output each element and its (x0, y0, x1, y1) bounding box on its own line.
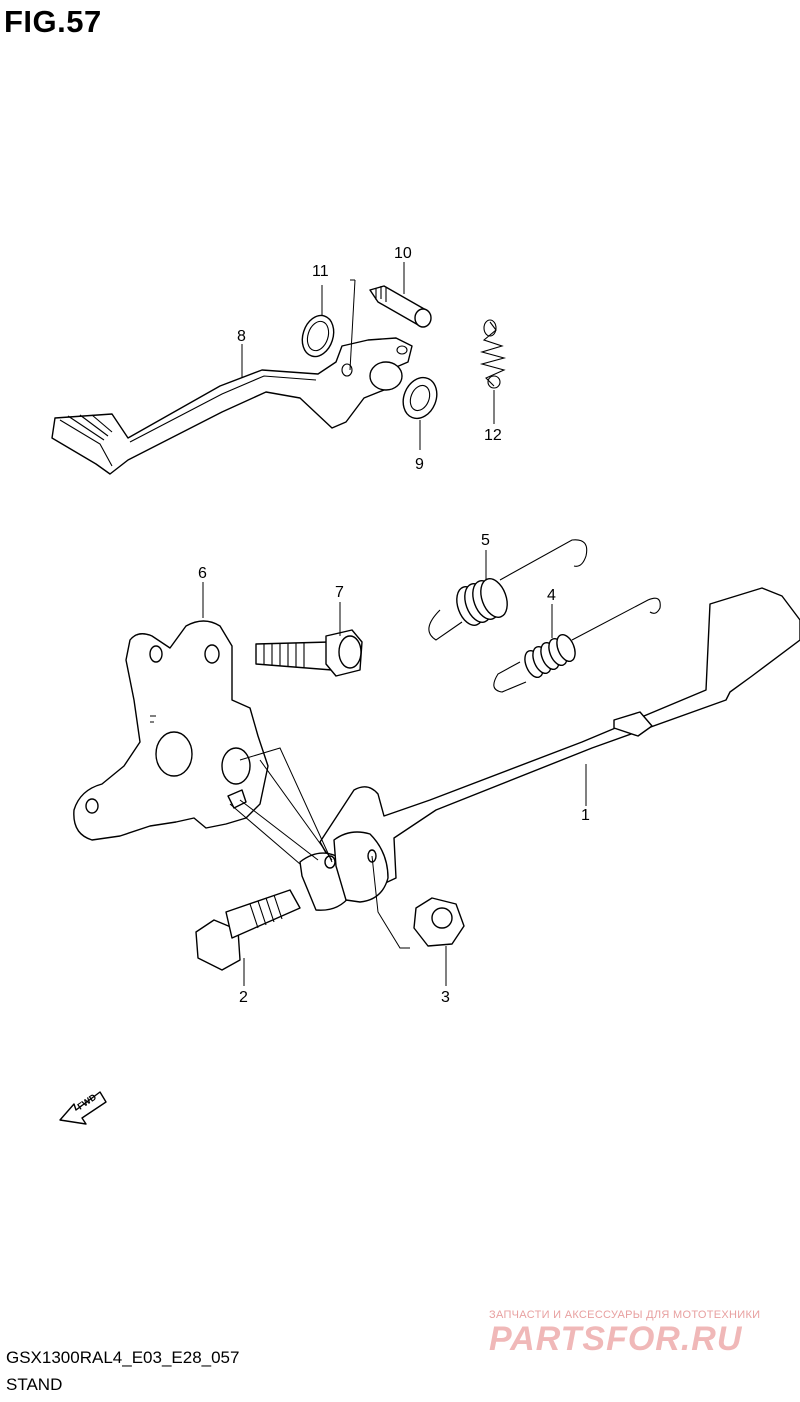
assembly-lines (202, 262, 587, 986)
callout-8: 8 (237, 328, 246, 345)
circlip[interactable] (297, 311, 339, 360)
callout-6: 6 (198, 565, 207, 582)
washer[interactable] (397, 373, 442, 424)
stand-pivot-bolt[interactable] (195, 889, 301, 971)
callout-11: 11 (312, 263, 329, 280)
callout-5: 5 (481, 532, 490, 549)
callout-2: 2 (239, 989, 248, 1006)
figure-title: FIG.57 (4, 4, 102, 39)
callout-9: 9 (415, 456, 424, 473)
model-code: GSX1300RAL4_E03_E28_057 (6, 1348, 240, 1367)
stand-spring-small[interactable] (493, 597, 661, 693)
fwd-direction-marker: FWD (59, 1091, 107, 1125)
stand-nut[interactable] (413, 897, 465, 947)
stand-bracket[interactable] (73, 620, 269, 841)
callout-3: 3 (441, 989, 450, 1006)
watermark-tagline: ЗАПЧАСТИ И АКСЕССУАРЫ ДЛЯ МОТОТЕХНИКИ (489, 1309, 761, 1321)
side-stand[interactable] (299, 587, 800, 911)
arrow-left-down-icon (59, 1091, 107, 1125)
watermark-logo: PARTSFOR.RU (489, 1320, 743, 1358)
pedal-pivot-bolt[interactable] (369, 285, 432, 328)
callout-12: 12 (484, 427, 502, 444)
stud-bolt[interactable] (255, 629, 363, 677)
pedal-return-spring[interactable] (479, 319, 507, 389)
stand-spring-large[interactable] (428, 539, 588, 641)
callout-10: 10 (394, 245, 412, 262)
brake-pedal-arm[interactable] (51, 337, 413, 475)
callout-labels: 1 2 3 4 5 6 7 8 9 10 11 12 (198, 245, 590, 1006)
section-name: STAND (6, 1375, 63, 1394)
callout-7: 7 (335, 584, 344, 601)
callout-1: 1 (581, 807, 590, 824)
callout-4: 4 (547, 587, 556, 604)
